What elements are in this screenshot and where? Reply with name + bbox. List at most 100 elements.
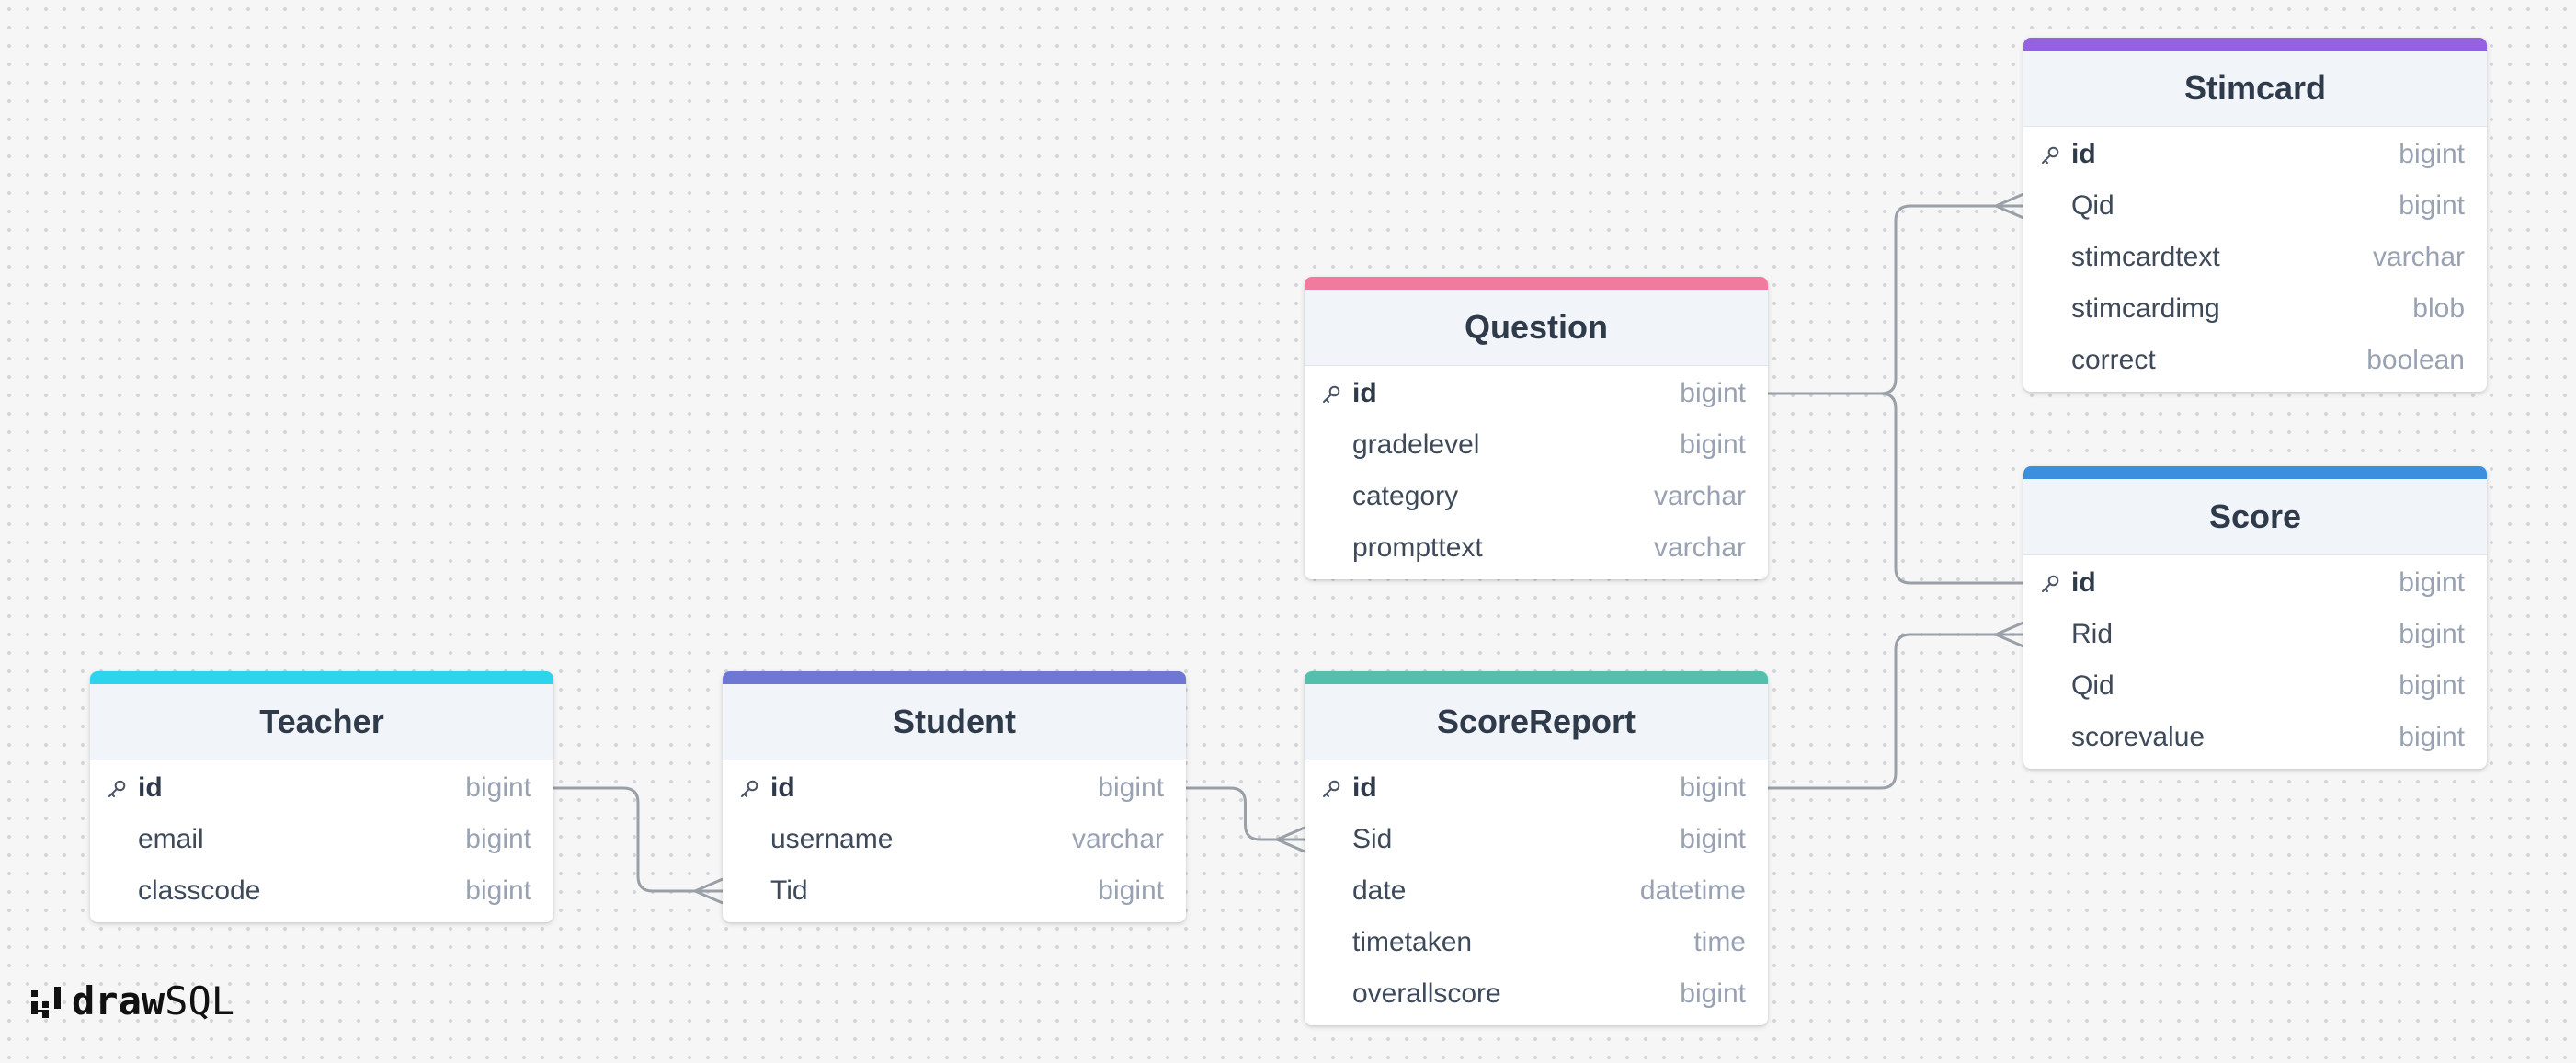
field-row-correct[interactable]: correct boolean <box>2023 335 2487 386</box>
field-name: id <box>138 772 163 803</box>
table-color-bar <box>2023 38 2487 51</box>
field-name: category <box>1352 481 1459 511</box>
table-header[interactable]: Score <box>2023 479 2487 555</box>
table-color-bar <box>2023 466 2487 479</box>
table-name: ScoreReport <box>1436 703 1636 740</box>
table-header[interactable]: ScoreReport <box>1305 684 1768 760</box>
field-type: bigint <box>2399 722 2465 752</box>
primary-key-icon <box>1321 779 1341 799</box>
field-type: bigint <box>465 824 531 854</box>
field-type: bigint <box>1680 429 1746 460</box>
table-color-bar <box>1305 277 1768 290</box>
field-name: scorevalue <box>2071 722 2206 752</box>
field-row-stimcardtext[interactable]: stimcardtext varchar <box>2023 232 2487 283</box>
field-name: prompttext <box>1352 532 1483 563</box>
field-name: email <box>138 824 204 854</box>
field-row-email[interactable]: email bigint <box>90 814 553 865</box>
field-type: bigint <box>2399 567 2465 598</box>
field-row-qid[interactable]: Qid bigint <box>2023 180 2487 232</box>
crows-foot-many-marker <box>1995 192 2024 220</box>
field-name: Qid <box>2071 190 2114 221</box>
field-name: timetaken <box>1352 927 1473 957</box>
logo-text-sql: SQL <box>165 978 235 1023</box>
field-type: bigint <box>1680 978 1746 1009</box>
field-type: datetime <box>1639 875 1746 906</box>
table-header[interactable]: Stimcard <box>2023 51 2487 127</box>
field-type: bigint <box>465 875 531 906</box>
field-type: blob <box>2412 293 2465 324</box>
field-type: bigint <box>1680 824 1746 854</box>
field-name: id <box>1352 772 1377 803</box>
field-row-category[interactable]: category varchar <box>1305 471 1768 522</box>
relationship-line[interactable] <box>1186 786 1305 841</box>
field-row-overallscore[interactable]: overallscore bigint <box>1305 968 1768 1020</box>
table-header[interactable]: Student <box>723 684 1186 760</box>
field-name: id <box>2071 567 2096 598</box>
field-type: bigint <box>1680 378 1746 408</box>
field-type: boolean <box>2366 345 2465 375</box>
crows-foot-many-marker <box>694 877 724 905</box>
table-name: Score <box>2208 497 2302 535</box>
field-name: classcode <box>138 875 261 906</box>
field-name: date <box>1352 875 1407 906</box>
field-name: Rid <box>2071 619 2114 649</box>
relationship-line[interactable] <box>1768 204 2023 395</box>
field-name: Tid <box>770 875 808 906</box>
primary-key-icon <box>107 779 127 799</box>
field-name: Sid <box>1352 824 1393 854</box>
field-name: overallscore <box>1352 978 1501 1009</box>
primary-key-icon <box>1321 384 1341 405</box>
field-row-tid[interactable]: Tid bigint <box>723 865 1186 917</box>
field-type: varchar <box>2372 242 2465 272</box>
table-name: Stimcard <box>2183 69 2327 107</box>
field-row-stimcardimg[interactable]: stimcardimg blob <box>2023 283 2487 335</box>
table-name: Student <box>893 703 1016 740</box>
field-row-date[interactable]: date datetime <box>1305 865 1768 917</box>
relationship-line[interactable] <box>1768 633 2023 790</box>
table-header[interactable]: Question <box>1305 290 1768 366</box>
field-name: correct <box>2071 345 2156 375</box>
field-row-rid[interactable]: Rid bigint <box>2023 609 2487 660</box>
crows-foot-many-marker <box>1276 826 1305 853</box>
relationship-line[interactable] <box>553 786 723 893</box>
relationship-line[interactable] <box>1768 392 2023 585</box>
field-row-sid[interactable]: Sid bigint <box>1305 814 1768 865</box>
field-type: varchar <box>1653 481 1746 511</box>
field-name: stimcardtext <box>2071 242 2220 272</box>
field-row-id[interactable]: id bigint <box>2023 557 2487 609</box>
crows-foot-many-marker <box>1995 621 2024 648</box>
field-type: bigint <box>2399 139 2465 169</box>
field-row-classcode[interactable]: classcode bigint <box>90 865 553 917</box>
field-name: username <box>770 824 894 854</box>
field-row-scorevalue[interactable]: scorevalue bigint <box>2023 712 2487 763</box>
field-name: stimcardimg <box>2071 293 2220 324</box>
field-type: bigint <box>1098 875 1164 906</box>
table-name: Question <box>1464 308 1608 346</box>
table-header[interactable]: Teacher <box>90 684 553 760</box>
field-type: bigint <box>2399 190 2465 221</box>
field-type: bigint <box>2399 670 2465 701</box>
table-name: Teacher <box>259 703 384 740</box>
field-type: bigint <box>2399 619 2465 649</box>
field-type: bigint <box>1098 772 1164 803</box>
